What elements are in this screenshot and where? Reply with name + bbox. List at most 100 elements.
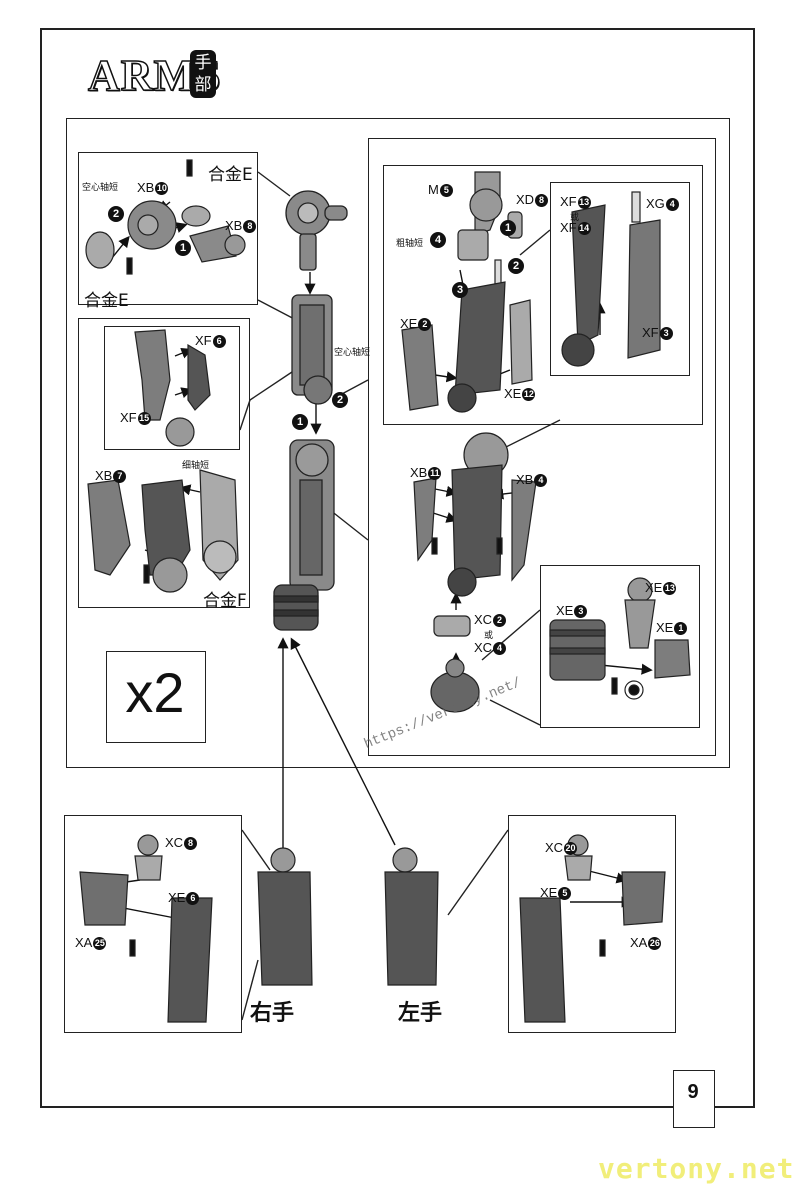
step-2-marker-upper: 2 bbox=[508, 258, 524, 274]
part-number: 25 bbox=[93, 937, 107, 951]
part-number: 8 bbox=[535, 194, 549, 208]
part-number: 15 bbox=[137, 412, 151, 426]
part-number: 5 bbox=[439, 184, 453, 198]
part-code: XF bbox=[560, 194, 577, 209]
part-code: XE bbox=[645, 580, 663, 595]
part-code: XE bbox=[504, 386, 522, 401]
part-code: XB bbox=[516, 472, 534, 487]
or-label-xf: 或 bbox=[570, 213, 580, 223]
page-number-box bbox=[673, 1070, 715, 1128]
part-code: XE bbox=[556, 603, 574, 618]
step-1-marker: 1 bbox=[175, 240, 191, 256]
step-1-marker-upper: 1 bbox=[500, 220, 516, 236]
alloy-e-label-bottom: 合金E bbox=[84, 291, 129, 311]
alloy-f-label: 合金F bbox=[203, 591, 247, 611]
part-code: XE bbox=[400, 316, 418, 331]
part-code: XF bbox=[560, 220, 577, 235]
part-number: 6 bbox=[186, 892, 200, 906]
part-code: XE bbox=[540, 885, 558, 900]
part-number: 3 bbox=[659, 327, 673, 341]
part-number: 20 bbox=[564, 842, 578, 856]
part-code: XC bbox=[165, 835, 184, 850]
part-code: XB bbox=[225, 218, 243, 233]
hollow-shaft-label: 空心轴短 bbox=[82, 183, 119, 193]
brand-watermark: vertony.net bbox=[598, 1152, 795, 1185]
part-code: XF bbox=[195, 333, 212, 348]
step-1-marker-center: 1 bbox=[292, 414, 308, 430]
part-number: 11 bbox=[428, 467, 442, 481]
part-code: XF bbox=[120, 410, 137, 425]
part-number: 4 bbox=[665, 198, 679, 212]
part-number: 8 bbox=[184, 837, 198, 851]
step-2-marker: 2 bbox=[108, 206, 124, 222]
hollow-shaft-label-center: 空心轴短 bbox=[334, 348, 371, 358]
part-code: XA bbox=[630, 935, 648, 950]
subtitle-char-2: 部 bbox=[194, 75, 212, 95]
step-2-marker-center: 2 bbox=[332, 392, 348, 408]
part-number: 5 bbox=[558, 887, 572, 901]
part-code: XE bbox=[656, 620, 674, 635]
thin-shaft-label: 细轴短 bbox=[182, 461, 210, 471]
part-number: 3 bbox=[574, 605, 588, 619]
left-hand-label: 左手 bbox=[398, 1001, 443, 1026]
part-code: XF bbox=[642, 325, 659, 340]
part-code: XC bbox=[474, 640, 493, 655]
part-code: XB bbox=[137, 180, 155, 195]
step-3-marker: 3 bbox=[452, 282, 468, 298]
part-number: 8 bbox=[243, 220, 257, 234]
subtitle-char-1: 手 bbox=[194, 53, 212, 73]
part-code: M bbox=[428, 182, 439, 197]
part-number: 2 bbox=[493, 614, 507, 628]
part-number: 6 bbox=[212, 335, 226, 349]
part-code: XC bbox=[474, 612, 493, 627]
part-number: 2 bbox=[418, 318, 432, 332]
part-number: 13 bbox=[577, 196, 591, 210]
part-code: XD bbox=[516, 192, 535, 207]
or-label-xc: 或 bbox=[484, 631, 494, 641]
part-number: 4 bbox=[493, 642, 507, 656]
part-code: XC bbox=[545, 840, 564, 855]
page-number: 9 bbox=[687, 1081, 699, 1103]
quantity-text: x2 bbox=[125, 661, 185, 724]
step-4-marker: 4 bbox=[430, 232, 446, 248]
alloy-e-label-top: 合金E bbox=[208, 165, 253, 185]
part-code: XB bbox=[410, 465, 428, 480]
part-number: 10 bbox=[155, 182, 169, 196]
thick-shaft-label: 粗轴短 bbox=[396, 239, 424, 249]
right-hand-label: 右手 bbox=[250, 1001, 295, 1026]
part-number: 1 bbox=[674, 622, 688, 636]
part-code: XG bbox=[646, 196, 665, 211]
page-frame bbox=[40, 28, 755, 1108]
part-number: 13 bbox=[663, 582, 677, 596]
part-code: XA bbox=[75, 935, 93, 950]
part-number: 26 bbox=[648, 937, 662, 951]
part-number: 12 bbox=[522, 388, 536, 402]
part-code: XE bbox=[168, 890, 186, 905]
quantity-box bbox=[106, 651, 206, 743]
section-subtitle-badge: 手 部 bbox=[190, 50, 216, 98]
